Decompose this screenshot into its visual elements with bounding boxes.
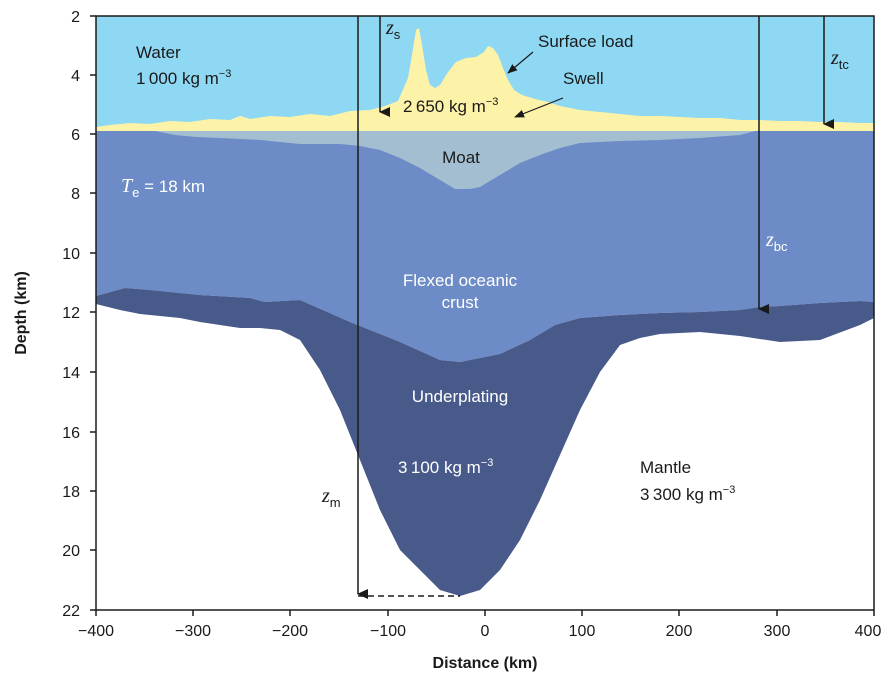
te-label: Te = 18 km — [121, 175, 205, 200]
underplating-layer — [96, 288, 874, 596]
y-tick-label: 4 — [71, 68, 80, 85]
y-tick-label: 14 — [62, 365, 80, 382]
mantle-density: 3 300 kg m−3 — [640, 484, 735, 504]
surface-load-layer — [96, 28, 874, 131]
y-tick-label: 8 — [71, 186, 80, 203]
mantle-label: Mantle — [640, 458, 691, 477]
x-tick-label: −300 — [175, 623, 211, 640]
moat-label: Moat — [442, 148, 480, 167]
swell-pointer — [514, 97, 564, 118]
x-axis-title: Distance (km) — [433, 655, 538, 672]
y-tick-label: 2 — [71, 9, 80, 26]
x-tick-label: 300 — [764, 623, 791, 640]
y-tick-label: 22 — [62, 603, 80, 620]
x-tick-label: 100 — [569, 623, 596, 640]
zbc-symbol: zbc — [765, 229, 788, 254]
zs-symbol: zs — [385, 17, 401, 42]
x-tick-label: 0 — [481, 623, 490, 640]
y-tick-label: 16 — [62, 425, 80, 442]
load-density: 2 650 kg m−3 — [403, 96, 498, 116]
x-tick-label: 400 — [855, 623, 882, 640]
x-tick-label: −100 — [370, 623, 406, 640]
y-tick-label: 6 — [71, 127, 80, 144]
crust-label: Flexed oceanic — [403, 271, 518, 290]
swell-label: Swell — [563, 69, 604, 88]
x-tick-label: 200 — [666, 623, 693, 640]
underplating-label: Underplating — [412, 387, 508, 406]
water-density: 1 000 kg m−3 — [136, 68, 231, 88]
water-label: Water — [136, 43, 181, 62]
y-tick-label: 18 — [62, 484, 80, 501]
y-axis: 2 4 6 8 10 12 14 16 18 20 22 — [62, 9, 96, 620]
y-axis-title: Depth (km) — [13, 271, 30, 355]
ztc-symbol: ztc — [830, 47, 849, 72]
underplating-density: 3 100 kg m−3 — [398, 457, 493, 477]
x-axis: −400 −300 −200 −100 0 100 200 300 400 — [78, 610, 881, 640]
y-tick-label: 20 — [62, 543, 80, 560]
y-tick-label: 10 — [62, 246, 80, 263]
surface-load-label: Surface load — [538, 32, 633, 51]
moat-layer — [155, 131, 755, 189]
y-tick-label: 12 — [62, 305, 80, 322]
crust-label-line2: crust — [442, 293, 479, 312]
x-tick-label: −400 — [78, 623, 114, 640]
surface-load-pointer — [507, 51, 534, 74]
flexed-crust-layer — [96, 131, 874, 362]
x-tick-label: −200 — [272, 623, 308, 640]
zm-symbol: zm — [321, 485, 341, 510]
